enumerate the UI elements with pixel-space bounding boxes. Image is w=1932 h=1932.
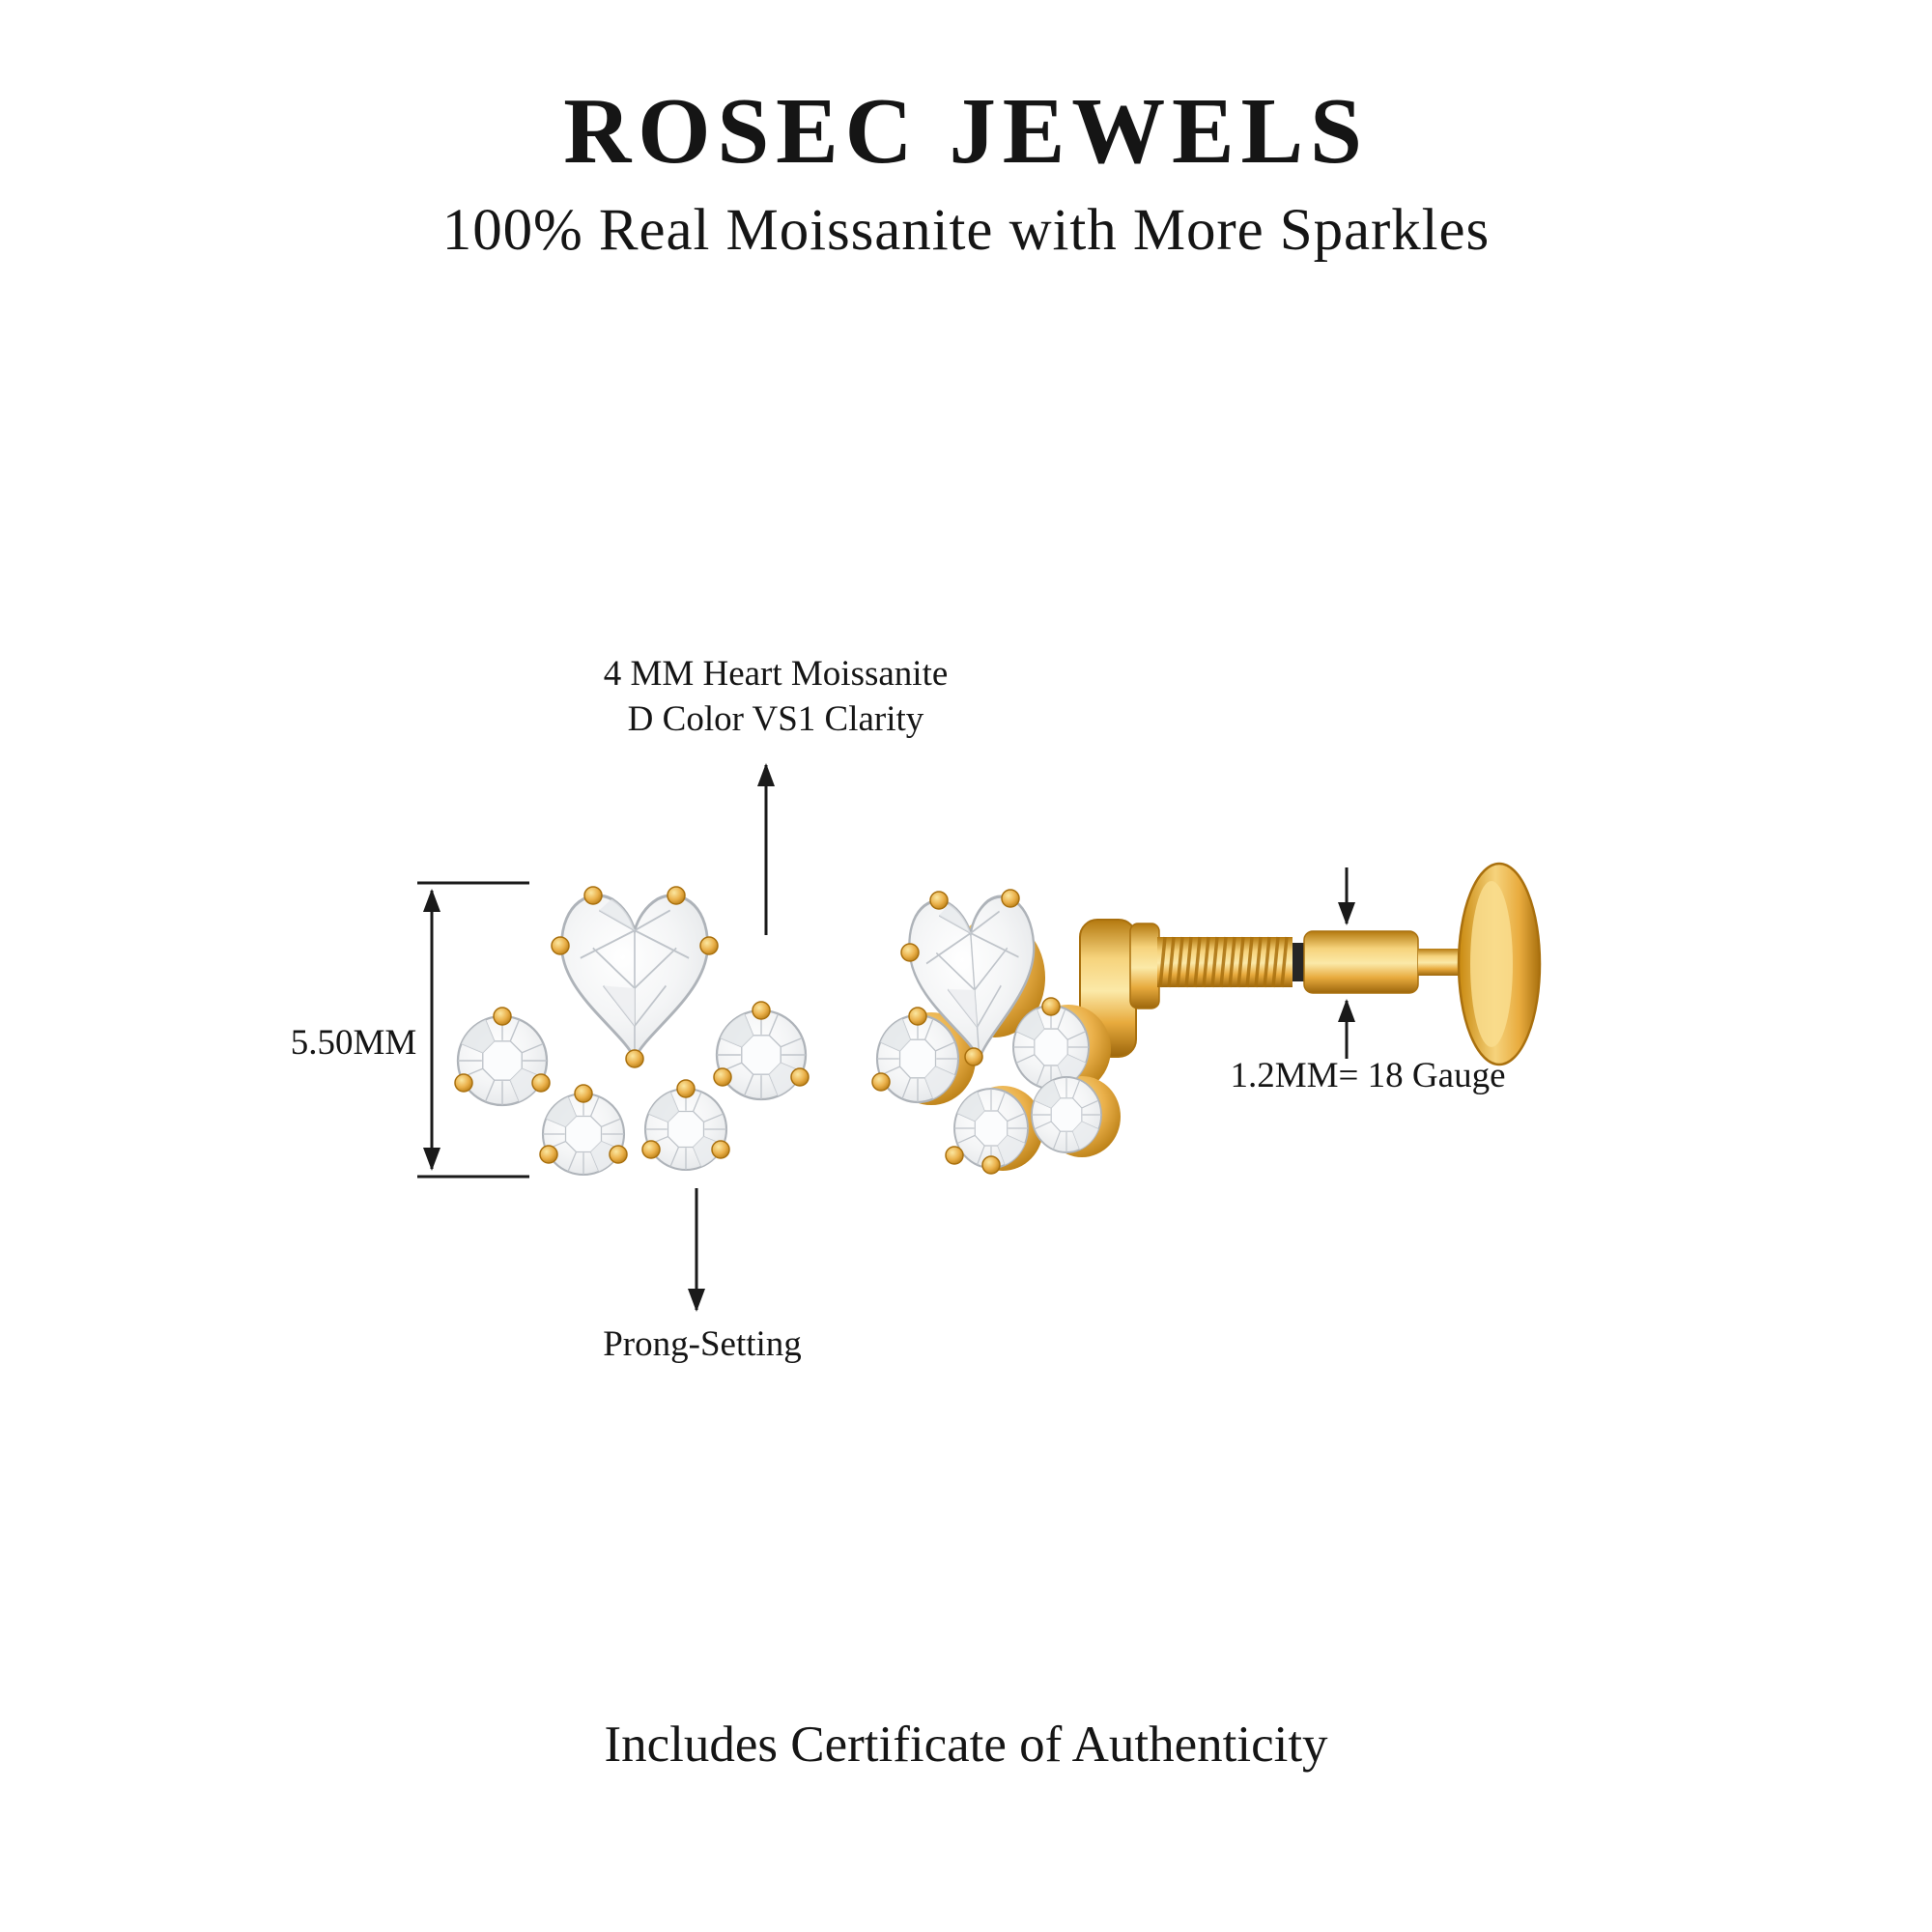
threaded-post [1157, 936, 1293, 988]
brand-title: ROSEC JEWELS [563, 79, 1369, 183]
side-view-earring [871, 862, 1542, 1175]
disc-back [1457, 862, 1542, 1066]
tagline: 100% Real Moissanite with More Sparkles [441, 198, 1491, 263]
labret-post [1129, 862, 1542, 1066]
prong-setting-label: Prong-Setting [603, 1324, 802, 1364]
post-dark-ring [1293, 943, 1304, 981]
stone-callout: 4 MM Heart Moissanite D Color VS1 Clarit… [604, 651, 949, 743]
front-view-earring [454, 886, 810, 1177]
gauge-label: 1.2MM= 18 Gauge [1230, 1056, 1506, 1095]
stone-callout-line1: 4 MM Heart Moissanite [603, 654, 949, 694]
side-stones [875, 893, 1102, 1170]
post-collar [1129, 923, 1160, 1009]
heart-stone [559, 894, 710, 1061]
post-barrel [1303, 930, 1419, 994]
height-dimension-label: 5.50MM [290, 1023, 417, 1063]
certificate-note: Includes Certificate of Authenticity [604, 1717, 1328, 1773]
stone-callout-line2: D Color VS1 Clarity [627, 699, 924, 740]
